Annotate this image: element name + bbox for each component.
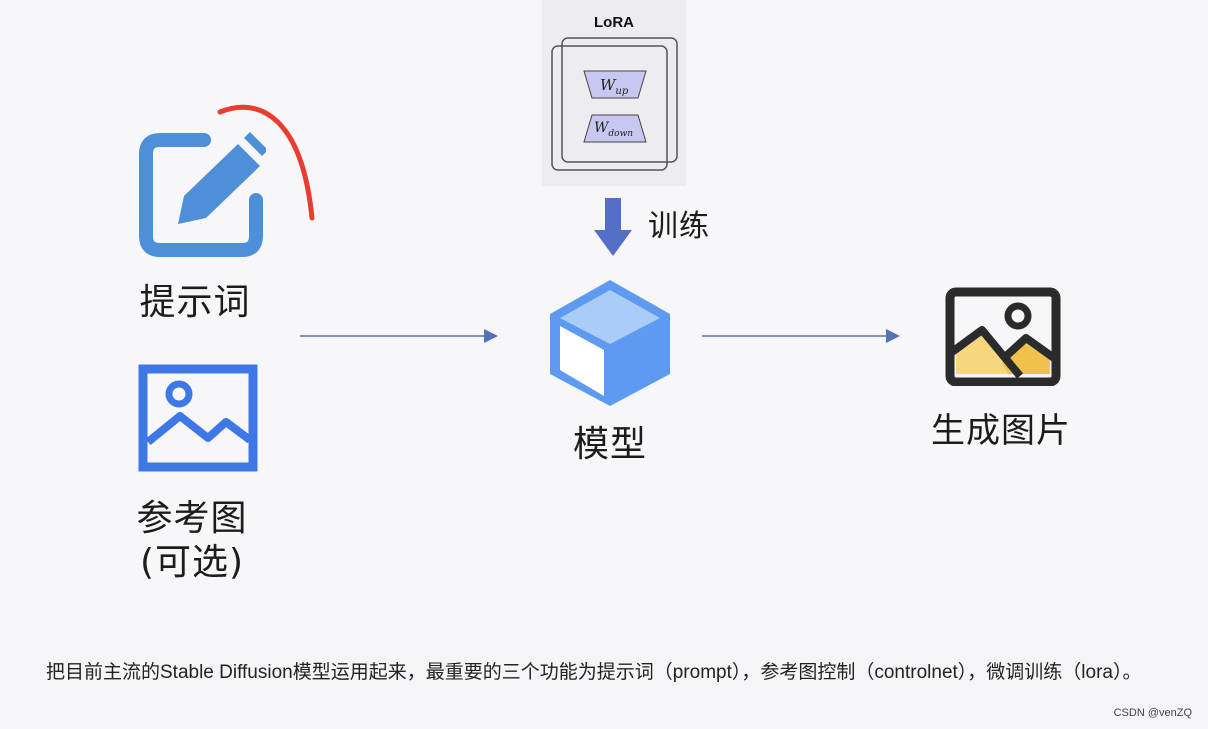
image-icon [138,364,258,472]
lora-title: LoRA [594,14,634,31]
lora-w-up: Wup [600,76,629,97]
caption-text: 把目前主流的Stable Diffusion模型运用起来，最重要的三个功能为提示… [46,662,1142,683]
watermark: CSDN @venZQ [1113,707,1192,719]
prompt-label: 提示词 [139,282,251,323]
train-arrow [594,198,632,256]
lora-matrix-graphic: Wup Wdown [551,37,678,171]
model-label: 模型 [572,424,647,465]
cube-icon [550,280,670,406]
red-annotation-stroke [217,104,315,221]
output-label: 生成图片 [931,411,1071,451]
model-to-output-arrow [702,329,900,343]
reference-label: 参考图 [136,498,248,539]
train-label: 训练 [648,209,710,244]
slide: LoRA Wup Wdown 训练 提示词 参考图 (可选) [136,0,1071,583]
reference-optional-label: (可选) [139,542,245,583]
lora-panel: LoRA Wup Wdown [542,0,686,186]
picture-icon [945,287,1061,386]
input-to-model-arrow [300,329,498,343]
lora-w-down: Wdown [594,120,633,139]
edit-pencil-icon [139,132,266,257]
